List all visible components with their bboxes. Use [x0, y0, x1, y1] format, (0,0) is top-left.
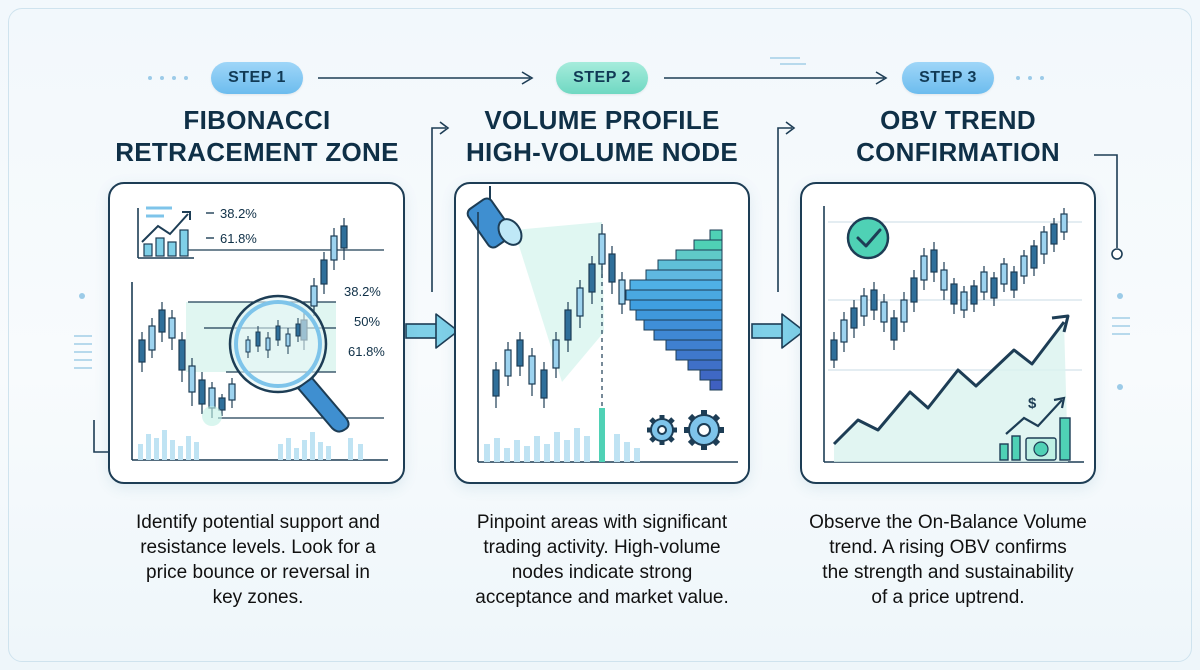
- currency-symbol: $: [1028, 395, 1037, 412]
- description-line: price bounce or reversal in: [146, 562, 370, 583]
- step-2-card: [454, 182, 750, 484]
- step-2-description: Pinpoint areas with significant trading …: [442, 510, 762, 610]
- description-line: Pinpoint areas with significant: [476, 512, 728, 533]
- obv-illustration: $: [823, 206, 1084, 463]
- step-3-card: $: [800, 182, 1096, 484]
- mini-chart-icon: [137, 206, 194, 259]
- legend-label: 38.2%: [220, 206, 257, 221]
- step-3-title-line: CONFIRMATION: [856, 137, 1060, 167]
- step-1-title-line: FIBONACCI: [183, 105, 331, 135]
- legend-label: 61.8%: [220, 231, 257, 246]
- search-magnifier-icon: [228, 294, 350, 433]
- step-2-title-line: VOLUME PROFILE: [484, 105, 720, 135]
- gear-icon: [647, 415, 677, 445]
- money-growth-icon: $: [999, 395, 1071, 461]
- outer-frame: [8, 8, 1192, 662]
- step-3-badge: STEP 3: [902, 62, 994, 94]
- description-line: resistance levels. Look for a: [140, 537, 376, 558]
- description-line: nodes indicate strong: [511, 562, 693, 583]
- description-line: Observe the On-Balance Volume: [809, 512, 1087, 533]
- checkmark-badge-icon: [846, 216, 890, 260]
- step-1-card: 38.2% 61.8% 38.2% 50% 61.8%: [108, 182, 405, 484]
- step-3-title-line: OBV TREND: [880, 105, 1036, 135]
- step-2-badge: STEP 2: [556, 62, 648, 94]
- fibonacci-illustration: 38.2% 61.8% 38.2% 50% 61.8%: [131, 206, 388, 461]
- description-line: key zones.: [212, 587, 304, 608]
- description-line: Identify potential support and: [135, 512, 380, 533]
- gear-icon: [684, 410, 724, 450]
- arrow-right-icon: [405, 313, 459, 349]
- volume-profile-illustration: [466, 186, 738, 463]
- step-3-title: OBV TREND CONFIRMATION: [788, 104, 1128, 168]
- step-2-title: VOLUME PROFILE HIGH-VOLUME NODE: [432, 104, 772, 168]
- step-2-title-line: HIGH-VOLUME NODE: [465, 137, 739, 167]
- step-1-title: FIBONACCI RETRACEMENT ZONE: [87, 104, 427, 168]
- description-line: the strength and sustainability: [822, 562, 1074, 583]
- step-1-description: Identify potential support and resistanc…: [98, 510, 418, 610]
- level-label: 61.8%: [348, 344, 385, 359]
- description-line: of a price uptrend.: [871, 587, 1025, 608]
- level-label: 50%: [354, 314, 380, 329]
- description-line: acceptance and market value.: [475, 587, 729, 608]
- step-3-description: Observe the On-Balance Volume trend. A r…: [788, 510, 1108, 610]
- level-label: 38.2%: [344, 284, 381, 299]
- step-1-title-line: RETRACEMENT ZONE: [115, 137, 399, 167]
- step-1-badge: STEP 1: [211, 62, 303, 94]
- description-line: trading activity. High-volume: [483, 537, 721, 558]
- description-line: trend. A rising OBV confirms: [829, 537, 1067, 558]
- spotlight-icon: [466, 186, 523, 249]
- arrow-right-icon: [751, 313, 805, 349]
